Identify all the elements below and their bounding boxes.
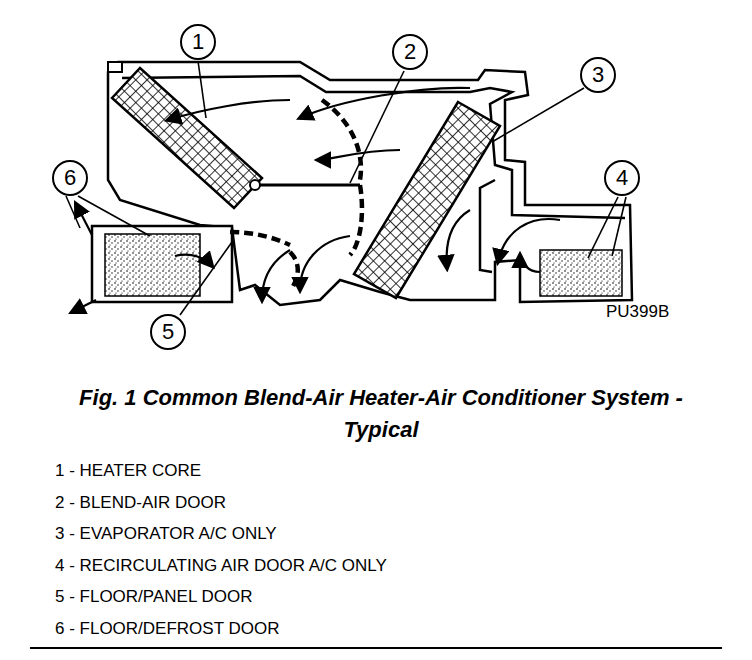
key-entry: 6 - FLOOR/DEFROST DOOR xyxy=(55,619,280,639)
callout-circle: 2 xyxy=(392,34,428,70)
callout-number: 1 xyxy=(192,31,204,53)
evaporator xyxy=(354,102,500,298)
door-swing-arcs xyxy=(230,100,362,288)
callout-circle: 6 xyxy=(52,160,88,196)
blend-door xyxy=(255,184,360,187)
floor-defrost-box xyxy=(92,226,232,302)
key-entry: 1 - HEATER CORE xyxy=(55,461,201,481)
door-pivot xyxy=(250,180,260,190)
drawing-code: PU399B xyxy=(606,302,669,322)
callout-circle: 1 xyxy=(180,24,216,60)
key-entry: 3 - EVAPORATOR A/C ONLY xyxy=(55,524,277,544)
callout-number: 2 xyxy=(404,41,416,63)
callout-number: 5 xyxy=(162,321,174,343)
airflow-arrows xyxy=(72,88,560,312)
callout-circle: 4 xyxy=(604,160,640,196)
key-entry: 4 - RECIRCULATING AIR DOOR A/C ONLY xyxy=(55,556,387,576)
callout-number: 3 xyxy=(592,64,604,86)
key-entry: 5 - FLOOR/PANEL DOOR xyxy=(55,587,252,607)
figure-caption: Fig. 1 Common Blend-Air Heater-Air Condi… xyxy=(66,382,696,446)
heater-core xyxy=(112,68,262,208)
recirc-door xyxy=(540,250,622,296)
leader-lines xyxy=(66,61,626,315)
rule-line xyxy=(30,647,722,649)
callout-number: 6 xyxy=(64,167,76,189)
callout-number: 4 xyxy=(616,167,628,189)
heater-fitting xyxy=(108,62,122,72)
callout-circle: 3 xyxy=(580,57,616,93)
floor-defrost-door xyxy=(105,234,200,296)
key-entry: 2 - BLEND-AIR DOOR xyxy=(55,493,226,513)
callout-circle: 5 xyxy=(150,314,186,350)
